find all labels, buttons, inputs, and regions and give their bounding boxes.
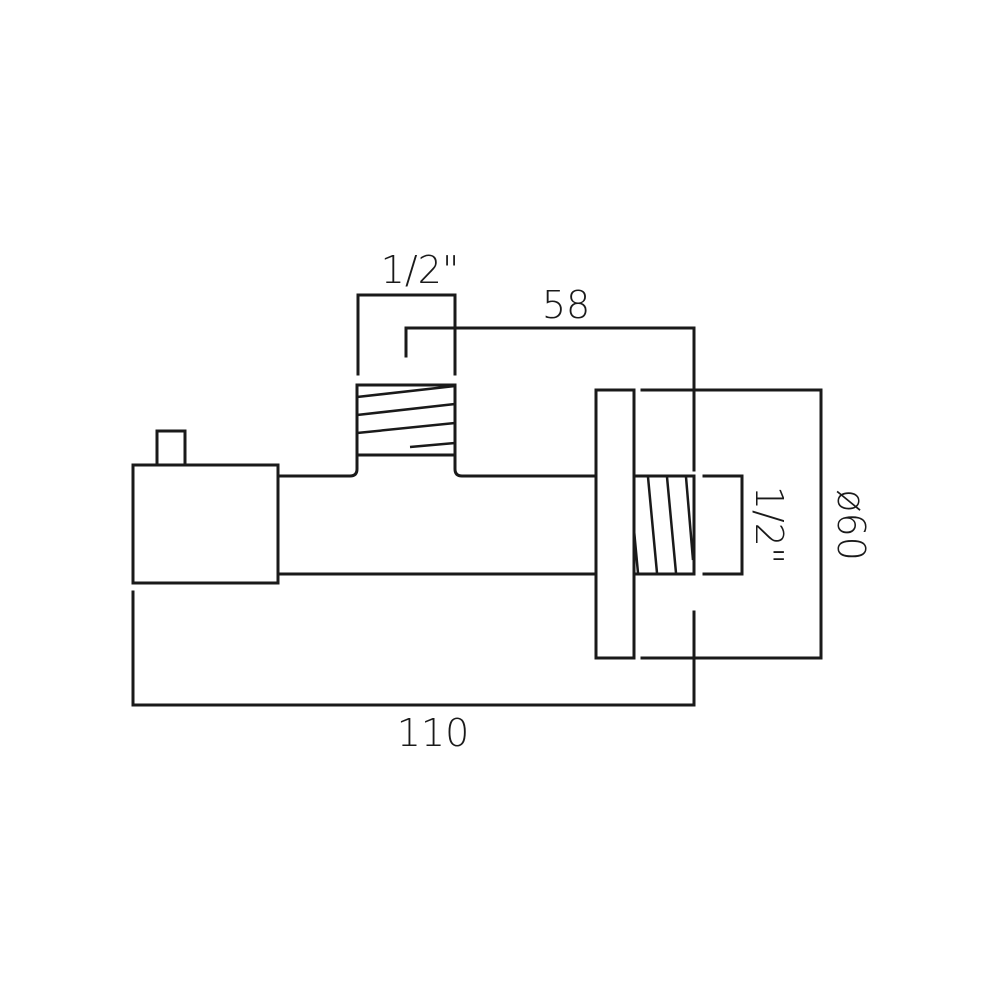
overall-length-label: 110: [397, 711, 470, 755]
reach-dimension: [404, 326, 696, 472]
handle-block: [131, 463, 280, 585]
overall-length-dimension: [131, 590, 696, 707]
outlet-thread-lines: [632, 476, 695, 574]
top-inlet-thread: [355, 383, 457, 457]
wall-flange: [594, 388, 636, 660]
top-thread-label: 1/2": [381, 248, 460, 292]
top-thread-lines: [356, 384, 456, 449]
top-thread-dimension: [356, 293, 457, 376]
outlet-thread-dimension: [702, 474, 744, 576]
valve-body-top: [276, 453, 598, 478]
flange-diameter-dimension: [640, 388, 823, 660]
outlet-thread: [632, 474, 696, 576]
handle-knob: [155, 429, 187, 467]
outlet-thread-label: 1/2": [747, 486, 791, 565]
reach-label: 58: [542, 283, 590, 327]
flange-diameter-label: ø60: [829, 489, 873, 561]
